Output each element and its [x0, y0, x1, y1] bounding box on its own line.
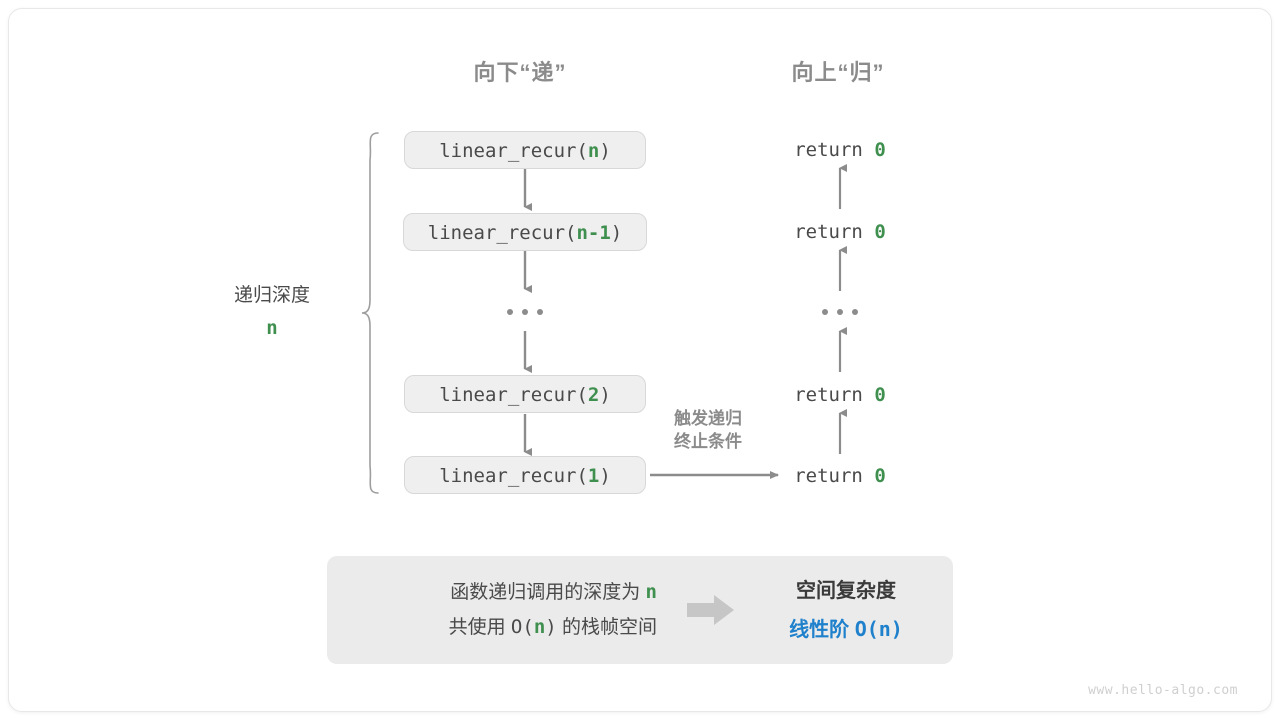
summary-line-1-highlight: n: [645, 580, 657, 603]
summary-line-2: 共使用 O(n) 的栈帧空间: [449, 610, 657, 645]
return-label-2: return 0: [794, 384, 886, 406]
call-box-1: linear_recur(1): [404, 456, 646, 494]
recursion-depth-label: 递归深度 n: [234, 280, 310, 339]
return-value: 0: [874, 221, 886, 243]
return-label-n: return 0: [794, 139, 886, 161]
return-label-1: return 0: [794, 465, 886, 487]
call-stack-ellipsis-icon: [507, 309, 543, 315]
summary-line-1: 函数递归调用的深度为 n: [450, 575, 657, 610]
recursion-depth-caption: 递归深度: [233, 285, 311, 306]
return-keyword: return: [794, 139, 875, 161]
ellipsis-dot: [822, 309, 828, 315]
summary-conclusion-value-label: 线性阶: [789, 618, 855, 641]
call-box-n-minus-1-arg: n-1: [576, 222, 611, 244]
summary-arrow-wrap: [683, 593, 739, 627]
summary-conclusion-title: 空间复杂度: [796, 579, 896, 602]
return-keyword: return: [794, 465, 875, 487]
call-box-1-prefix: linear_recur(: [439, 465, 588, 487]
summary-conclusion: 空间复杂度 线性阶 O(n): [739, 572, 953, 649]
return-label-n-minus-1: return 0: [794, 221, 886, 243]
call-box-2-arg: 2: [587, 384, 600, 406]
ellipsis-dot: [522, 309, 528, 315]
call-box-2-suffix: ): [599, 384, 611, 406]
return-value: 0: [874, 384, 886, 406]
summary-line-2-highlight: n: [533, 616, 546, 638]
summary-panel: 函数递归调用的深度为 n 共使用 O(n) 的栈帧空间 空间复杂度 线性阶 O(…: [327, 556, 953, 664]
return-value: 0: [874, 139, 886, 161]
return-keyword: return: [794, 221, 875, 243]
ellipsis-dot: [507, 309, 513, 315]
summary-line-1-text: 函数递归调用的深度为: [450, 581, 646, 603]
call-box-2: linear_recur(2): [404, 375, 646, 413]
header-ascend: 向上“归”: [791, 60, 885, 85]
summary-conclusion-value-bigo: O(n): [854, 616, 903, 641]
summary-conclusion-value: 线性阶 O(n): [789, 610, 903, 649]
ellipsis-dot: [852, 309, 858, 315]
header-descend: 向下“递”: [473, 60, 567, 85]
base-case-note-line1: 触发递归: [674, 409, 742, 428]
ellipsis-dot: [537, 309, 543, 315]
ellipsis-dot: [837, 309, 843, 315]
call-box-n-arg: n: [587, 140, 600, 162]
call-box-n: linear_recur(n): [404, 131, 646, 169]
call-box-n-suffix: ): [599, 140, 611, 162]
return-keyword: return: [794, 384, 875, 406]
watermark: www.hello-algo.com: [1088, 683, 1238, 698]
summary-description: 函数递归调用的深度为 n 共使用 O(n) 的栈帧空间: [327, 575, 683, 645]
call-box-1-suffix: ): [599, 465, 611, 487]
call-box-n-minus-1-suffix: ): [610, 222, 623, 244]
call-box-1-arg: 1: [587, 465, 600, 487]
call-box-n-minus-1: linear_recur(n-1): [403, 213, 647, 251]
recursion-depth-value: n: [266, 317, 278, 339]
call-box-2-prefix: linear_recur(: [439, 384, 588, 406]
base-case-note: 触发递归 终止条件: [674, 408, 742, 454]
call-box-n-prefix: linear_recur(: [439, 140, 588, 162]
right-block-arrow-icon: [687, 595, 734, 625]
call-box-n-minus-1-prefix: linear_recur(: [427, 222, 577, 244]
base-case-note-line2: 终止条件: [674, 431, 742, 451]
summary-line-2-post: 的栈帧空间: [556, 617, 657, 638]
summary-line-2-bigo-close: ): [545, 616, 557, 638]
return-value: 0: [874, 465, 886, 487]
return-ellipsis-icon: [822, 309, 858, 315]
summary-line-2-bigo-open: O(: [510, 616, 534, 638]
summary-line-2-pre: 共使用: [448, 617, 511, 638]
